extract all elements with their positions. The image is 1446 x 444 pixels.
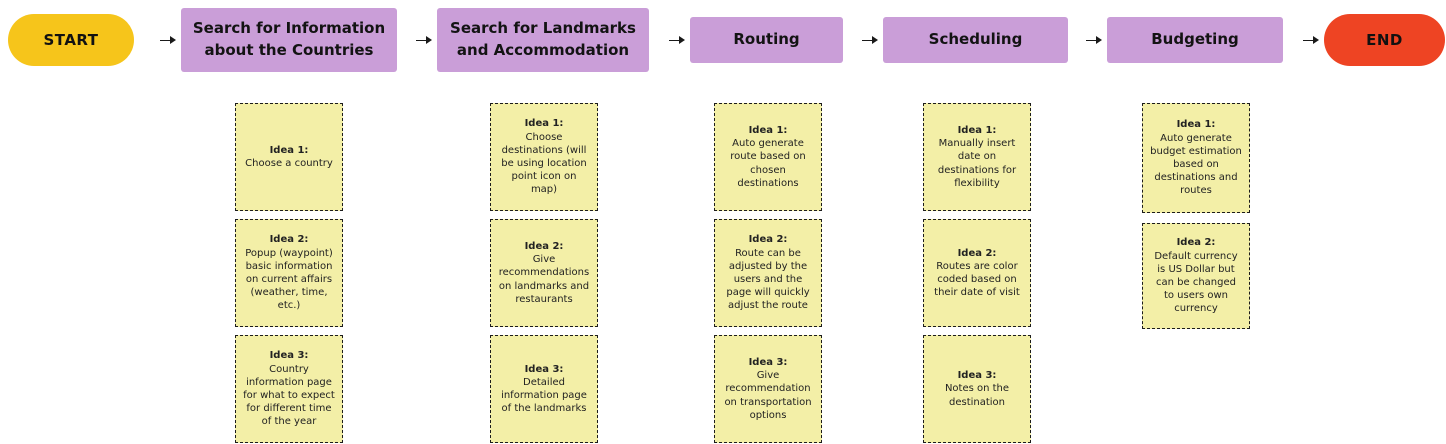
note-text: Choose destinations (will be using locat… (501, 131, 587, 196)
stage-node-budgeting[interactable]: Budgeting (1107, 17, 1283, 63)
arrowhead-icon (679, 36, 685, 44)
sticky-note[interactable]: Idea 2: Routes are color coded based on … (923, 219, 1031, 327)
sticky-note[interactable]: Idea 2: Popup (waypoint) basic informati… (235, 219, 343, 327)
note-title: Idea 2: (269, 234, 309, 246)
arrowhead-icon (426, 36, 432, 44)
sticky-note[interactable]: Idea 1: Auto generate budget estimation … (1142, 103, 1250, 213)
connector-line (669, 39, 680, 41)
note-title: Idea 1: (524, 118, 564, 130)
arrowhead-icon (1096, 36, 1102, 44)
note-title: Idea 3: (957, 370, 997, 382)
connector-arrow[interactable] (1086, 36, 1102, 44)
note-title: Idea 1: (957, 125, 997, 137)
note-text: Routes are color coded based on their da… (934, 260, 1020, 299)
stage-node-search-landmarks[interactable]: Search for Landmarks and Accommodation (437, 8, 649, 72)
arrowhead-icon (1313, 36, 1319, 44)
note-title: Idea 1: (1176, 119, 1216, 131)
sticky-note[interactable]: Idea 2: Give recommendations on landmark… (490, 219, 598, 327)
connector-line (862, 39, 873, 41)
note-title: Idea 1: (748, 125, 788, 137)
note-title: Idea 3: (524, 363, 564, 375)
connector-line (1303, 39, 1314, 41)
note-text: Country information page for what to exp… (243, 363, 335, 428)
stage-node-scheduling[interactable]: Scheduling (883, 17, 1068, 63)
note-text: Auto generate route based on chosen dest… (730, 138, 806, 189)
sticky-note[interactable]: Idea 2: Default currency is US Dollar bu… (1142, 223, 1250, 329)
connector-arrow[interactable] (1303, 36, 1319, 44)
note-text: Give recommendations on landmarks and re… (498, 254, 590, 305)
arrowhead-icon (170, 36, 176, 44)
note-text: Manually insert date on destinations for… (937, 138, 1017, 189)
note-text: Default currency is US Dollar but can be… (1154, 250, 1238, 315)
note-text: Notes on the destination (944, 383, 1010, 408)
note-title: Idea 3: (269, 350, 309, 362)
sticky-note[interactable]: Idea 2: Route can be adjusted by the use… (714, 219, 822, 327)
note-title: Idea 2: (748, 234, 788, 246)
end-node[interactable]: END (1324, 14, 1445, 66)
note-text: Detailed information page of the landmar… (501, 376, 587, 415)
note-title: Idea 2: (957, 247, 997, 259)
connector-arrow[interactable] (416, 36, 432, 44)
sticky-note[interactable]: Idea 1: Manually insert date on destinat… (923, 103, 1031, 211)
note-title: Idea 3: (748, 357, 788, 369)
connector-arrow[interactable] (862, 36, 878, 44)
connector-arrow[interactable] (160, 36, 176, 44)
sticky-note[interactable]: Idea 1: Choose a country (235, 103, 343, 211)
sticky-note[interactable]: Idea 3: Detailed information page of the… (490, 335, 598, 443)
note-text: Give recommendation on transportation op… (724, 370, 812, 421)
note-title: Idea 1: (269, 144, 309, 156)
stage-node-search-information[interactable]: Search for Information about the Countri… (181, 8, 397, 72)
sticky-note[interactable]: Idea 3: Give recommendation on transport… (714, 335, 822, 443)
note-title: Idea 2: (1176, 237, 1216, 249)
note-text: Choose a country (245, 158, 333, 169)
connector-line (1086, 39, 1097, 41)
start-node[interactable]: START (8, 14, 134, 66)
note-text: Auto generate budget estimation based on… (1150, 132, 1242, 197)
sticky-note[interactable]: Idea 3: Notes on the destination (923, 335, 1031, 443)
note-text: Route can be adjusted by the users and t… (726, 247, 810, 312)
sticky-note[interactable]: Idea 3: Country information page for wha… (235, 335, 343, 443)
sticky-note[interactable]: Idea 1: Choose destinations (will be usi… (490, 103, 598, 211)
connector-arrow[interactable] (669, 36, 685, 44)
stage-node-routing[interactable]: Routing (690, 17, 843, 63)
note-text: Popup (waypoint) basic information on cu… (245, 247, 333, 312)
note-title: Idea 2: (524, 241, 564, 253)
sticky-note[interactable]: Idea 1: Auto generate route based on cho… (714, 103, 822, 211)
arrowhead-icon (872, 36, 878, 44)
connector-line (160, 39, 171, 41)
connector-line (416, 39, 427, 41)
